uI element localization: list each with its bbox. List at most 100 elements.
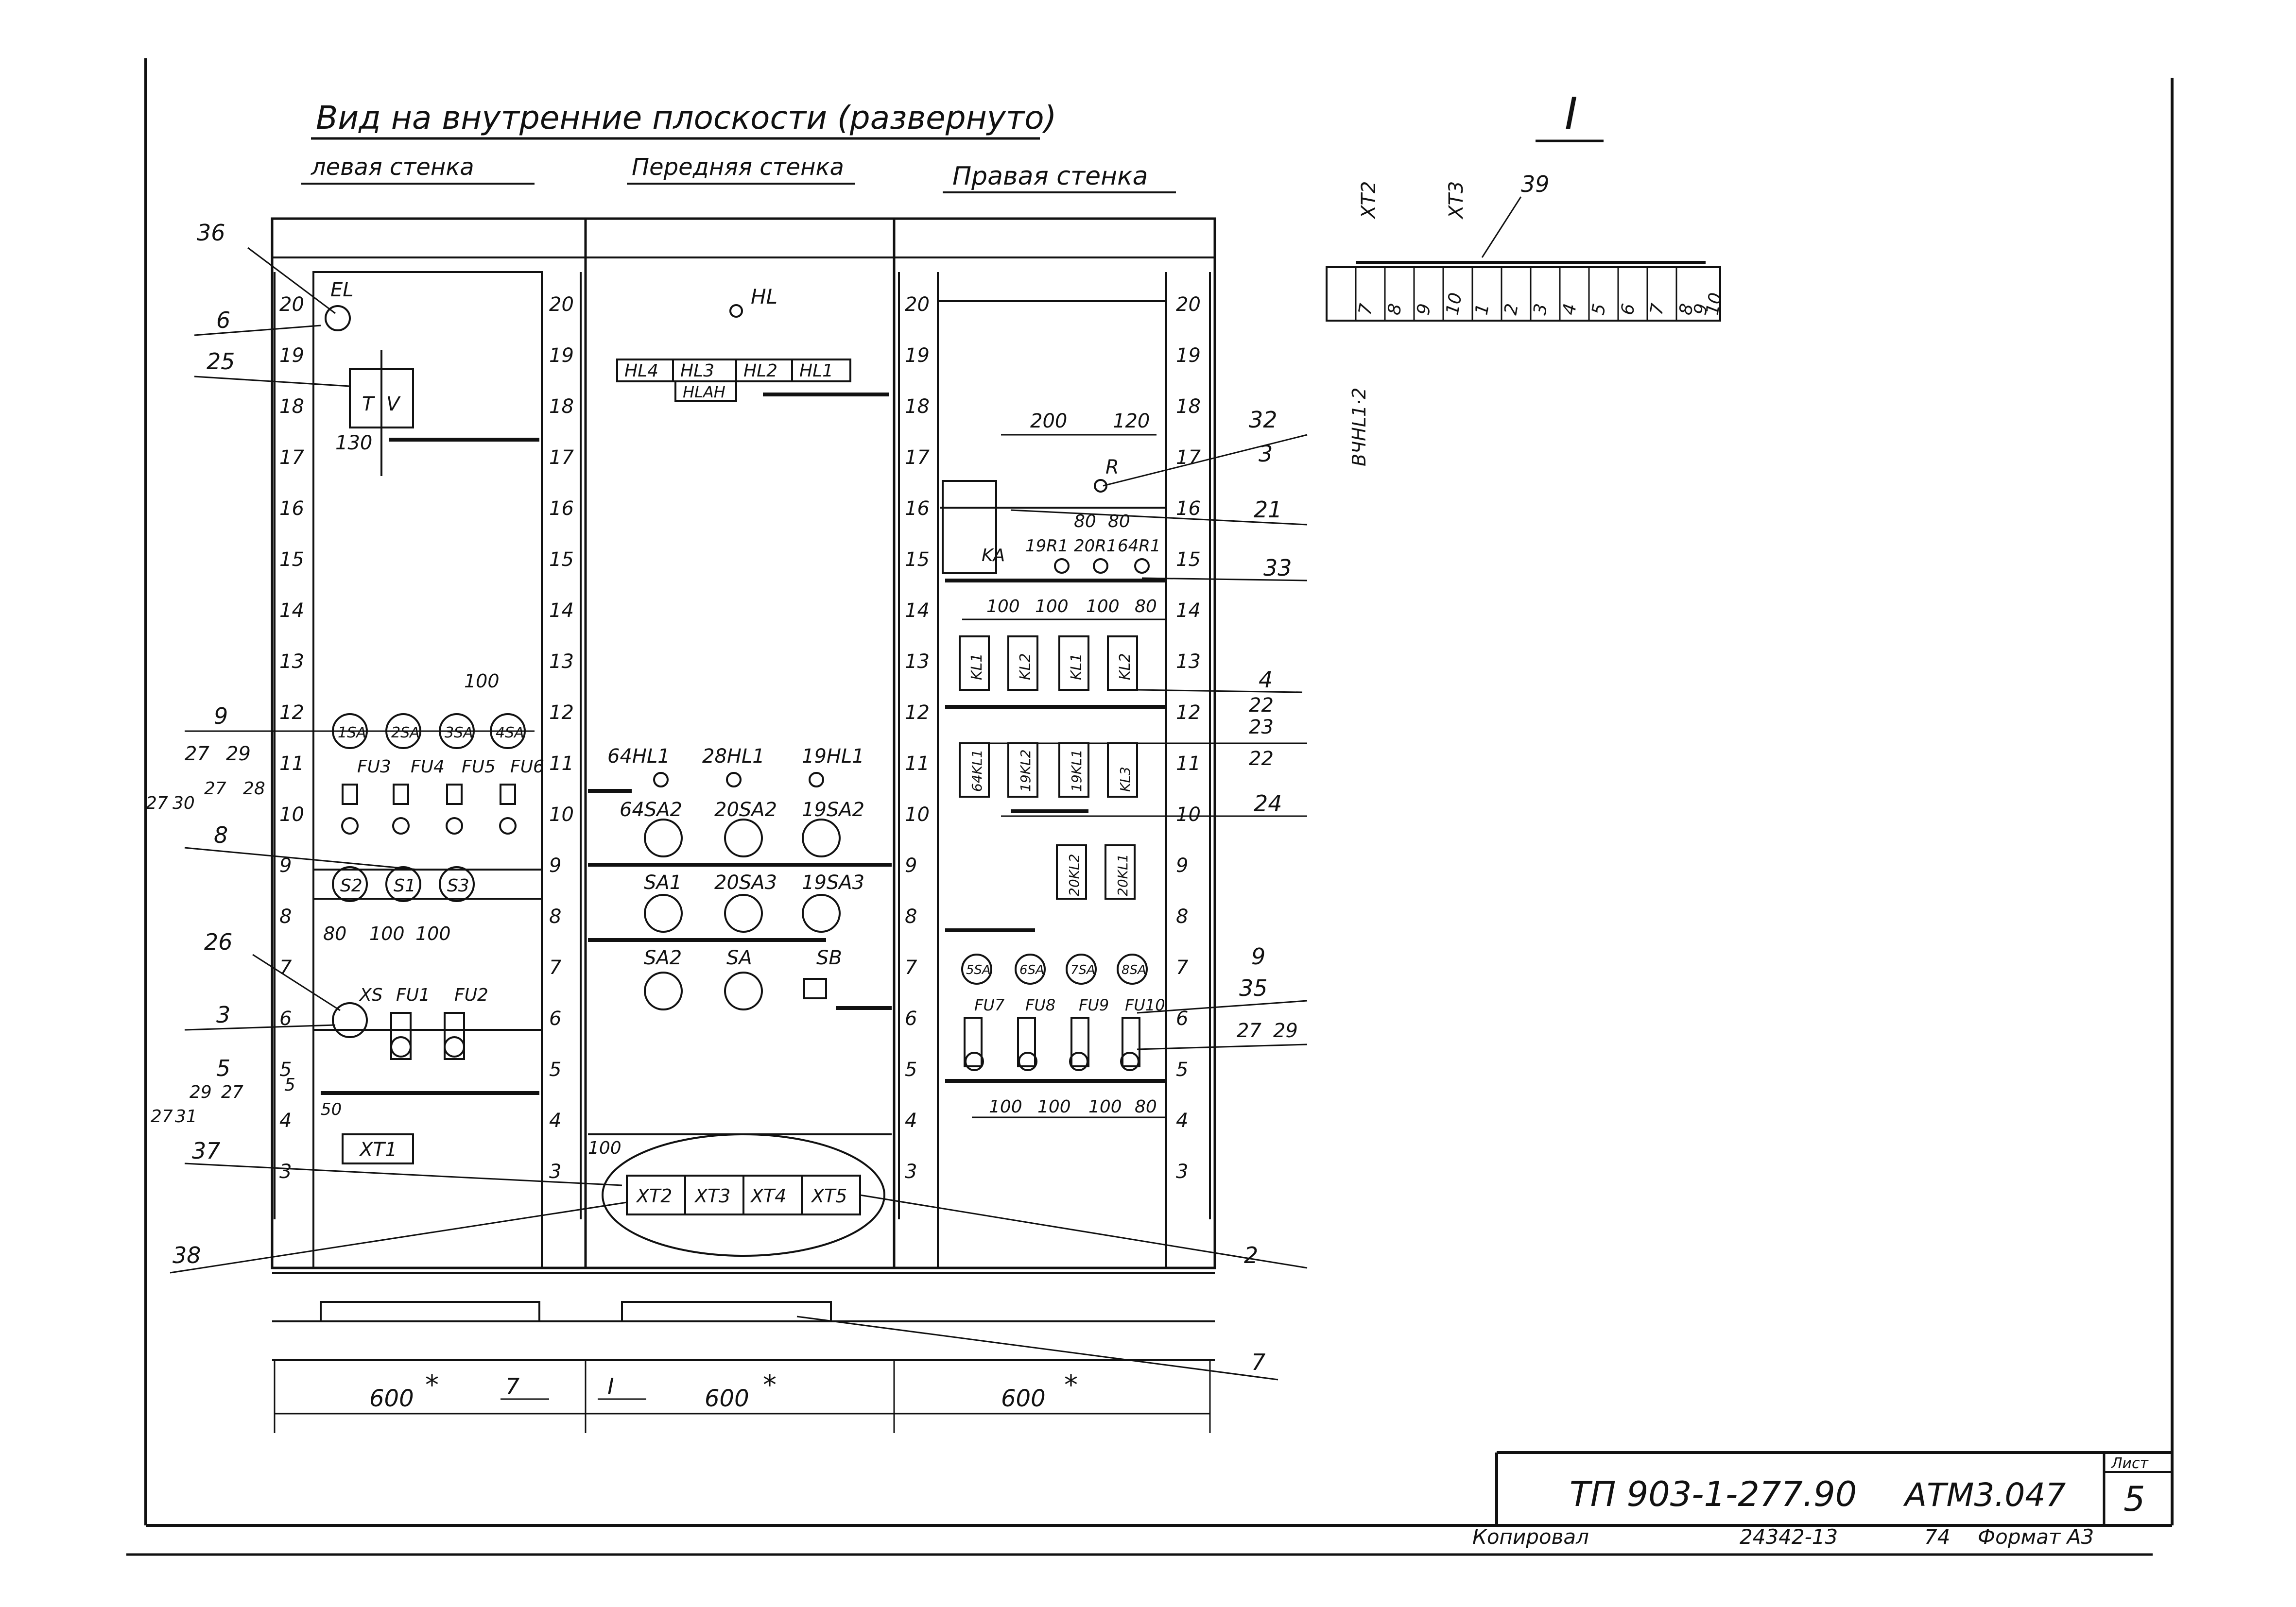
label-callouts_right-7: 22 bbox=[1249, 748, 1274, 770]
label-callouts_right-9: 9 bbox=[1251, 943, 1265, 970]
label-scale_right-8: 12 bbox=[905, 701, 930, 724]
label-right_wall-relays_row3-1: 20KL1 bbox=[1115, 854, 1131, 896]
label-detail_I-labels_top-2: 39 bbox=[1521, 171, 1550, 197]
label-right_wall-fuses-0: FU7 bbox=[974, 996, 1005, 1014]
label-front_wall-switches_row1-1: 20SA2 bbox=[714, 799, 777, 821]
label-scale_left-13: 7 bbox=[549, 957, 562, 979]
label-right_wall-switches-0: 5SA bbox=[966, 963, 991, 977]
scale-strip-1: 20 19 18 17 16 15 14 13 12 11 10 9 8 7 6… bbox=[279, 293, 304, 1183]
callouts-right: 32 3 21 33 4 22 23 22 24 9 35 27 29 2 7 bbox=[796, 407, 1308, 1381]
label-scale_left-15: 5 bbox=[279, 1059, 292, 1081]
label-callouts_left-7: 30 bbox=[173, 793, 195, 813]
label-scale_right-11: 9 bbox=[1176, 855, 1188, 877]
label-right_wall-dims_top-1: 120 bbox=[1113, 410, 1150, 432]
label-right_wall-resistors-1: 20R1 bbox=[1074, 536, 1117, 556]
label-base-star: * bbox=[1064, 1369, 1078, 1401]
label-base-dims-1: 600 bbox=[705, 1385, 749, 1412]
callouts-left: 36 6 25 9 27 29 27 30 27 28 8 26 3 5 29 … bbox=[146, 220, 627, 1274]
label-scale_left-4: 16 bbox=[279, 497, 304, 520]
label-right_wall-fuses-2: FU9 bbox=[1079, 996, 1109, 1014]
label-title_block-number: 24342-13 bbox=[1740, 1525, 1838, 1549]
label-scale_right-7: 13 bbox=[1176, 650, 1201, 673]
label-scale_right-1: 19 bbox=[905, 344, 930, 367]
label-scale_left-16: 4 bbox=[549, 1110, 561, 1132]
label-front_wall-terminals-3: XT5 bbox=[811, 1185, 847, 1207]
label-title_block-copied: Копировал bbox=[1472, 1525, 1589, 1549]
label-base-dims-2: 600 bbox=[1001, 1385, 1046, 1412]
label-scale_left-9: 11 bbox=[279, 752, 304, 775]
label-left_wall-switches_top-2: 3SA bbox=[445, 724, 473, 741]
label-front_wall-hl: HL bbox=[751, 285, 777, 308]
label-callouts_left-15: 27 bbox=[221, 1082, 243, 1102]
label-scale_right-13: 7 bbox=[905, 957, 917, 979]
view-mark: I bbox=[1565, 88, 1578, 139]
label-right_wall-relays_row1-1: KL2 bbox=[1017, 653, 1034, 680]
label-left_wall-switches_s-0: S2 bbox=[340, 876, 363, 896]
label-right_wall-ka: KA bbox=[982, 546, 1005, 565]
label-detail_I-terminals-6: 3 bbox=[1530, 302, 1551, 317]
cabinet-outline bbox=[271, 217, 1216, 1361]
label-right_wall-dims_bottom-0: 100 bbox=[989, 1097, 1022, 1117]
label-left_wall-fuses_bottom-0: FU1 bbox=[396, 985, 430, 1005]
label-right_wall-dims_bottom-2: 100 bbox=[1088, 1097, 1122, 1117]
label-callouts_right-6: 23 bbox=[1249, 716, 1274, 738]
label-callouts_right-12: 29 bbox=[1273, 1020, 1298, 1042]
label-right_wall-resistors-2: 64R1 bbox=[1118, 536, 1161, 556]
label-scale_right-17: 3 bbox=[905, 1161, 917, 1183]
label-detail_I-terminals-10: 7 bbox=[1646, 302, 1668, 317]
label-left_wall-xt1: XT1 bbox=[359, 1139, 397, 1161]
label-left_wall-dims_mid-0: 80 bbox=[323, 923, 346, 944]
label-callouts_left-20: 38 bbox=[173, 1242, 201, 1268]
label-left_wall-switches_top-3: 4SA bbox=[496, 724, 524, 741]
label-callouts_left-10: 8 bbox=[214, 822, 228, 848]
label-scale_right-2: 18 bbox=[905, 395, 930, 418]
label-right_wall-dims_bottom-1: 100 bbox=[1037, 1097, 1071, 1117]
label-detail_I-terminals-1: 8 bbox=[1384, 302, 1405, 317]
label-scale_left-3: 17 bbox=[279, 446, 304, 469]
label-scale_right-14: 6 bbox=[905, 1008, 917, 1030]
label-scale_right-16: 4 bbox=[1176, 1110, 1188, 1132]
label-left_wall-fuses_top-0: FU3 bbox=[357, 757, 391, 777]
detail-I-terminal-strip: XT2 XT3 39 7 8 9 10 1 2 3 4 5 6 7 8 9 10… bbox=[1326, 171, 1726, 466]
label-left_wall-fuses_bottom-1: FU2 bbox=[454, 985, 488, 1005]
label-scale_right-3: 17 bbox=[905, 446, 930, 469]
label-callouts_left-13: 5 bbox=[216, 1055, 230, 1081]
label-detail_I-terminals-3: 10 bbox=[1442, 291, 1466, 316]
label-callouts_left-11: 26 bbox=[204, 929, 233, 955]
label-scale_left-10: 10 bbox=[549, 804, 574, 826]
label-right_wall-fuses-1: FU8 bbox=[1025, 996, 1055, 1014]
label-callouts_left-12: 3 bbox=[216, 1002, 230, 1028]
label-right_wall-switches-3: 8SA bbox=[1122, 963, 1146, 977]
label-left_wall-dims_mid-1: 100 bbox=[369, 923, 405, 944]
label-scale_right-15: 5 bbox=[1176, 1059, 1188, 1081]
label-scale_left-8: 12 bbox=[279, 701, 304, 724]
label-callouts_left-18: 31 bbox=[175, 1107, 197, 1127]
label-callouts_right-10: 35 bbox=[1239, 975, 1268, 1001]
label-scale_right-9: 11 bbox=[1176, 752, 1201, 775]
title-block: ТП 903-1-277.90 АТМ3.047 Лист 5 Копирова… bbox=[1472, 1451, 2172, 1549]
label-title_block-format: Формат А3 bbox=[1978, 1525, 2094, 1549]
label-detail_I-terminals-2: 9 bbox=[1413, 302, 1434, 317]
label-callouts_right-4: 4 bbox=[1259, 667, 1273, 693]
label-scale_left-9: 11 bbox=[549, 752, 574, 775]
label-left_wall-dim_130: 130 bbox=[335, 432, 372, 454]
label-scale_right-0: 20 bbox=[1176, 293, 1201, 316]
label-callouts_right-5: 22 bbox=[1249, 694, 1274, 717]
label-right_wall-relays_row2-1: 19KL2 bbox=[1018, 750, 1034, 792]
el-lamp-icon bbox=[325, 305, 351, 331]
label-callouts_left-16: 5 bbox=[284, 1075, 295, 1095]
label-left_wall-switches_s-1: S1 bbox=[394, 876, 416, 896]
panel-right-caption: Правая стенка bbox=[952, 162, 1148, 191]
label-front_wall-switches_row1-2: 19SA2 bbox=[802, 799, 864, 821]
label-right_wall-dims_bottom-3: 80 bbox=[1135, 1097, 1157, 1117]
label-scale_right-6: 14 bbox=[1176, 599, 1201, 622]
label-scale_right-12: 8 bbox=[1176, 906, 1188, 928]
label-right_wall-relays_row2-2: 19KL1 bbox=[1069, 750, 1085, 792]
label-front_wall-indicators-2: 19HL1 bbox=[802, 745, 864, 768]
label-scale_left-1: 19 bbox=[549, 344, 574, 367]
label-front_wall-switches_row3-1: SA bbox=[726, 947, 752, 969]
label-scale_right-12: 8 bbox=[905, 906, 917, 928]
left-wall-components: EL T V 130 100 1SA 2SA 3SA 4SA FU3 FU4 F… bbox=[313, 279, 544, 1164]
label-left_wall-dim_100_top: 100 bbox=[464, 670, 500, 692]
label-callouts_left-4: 27 bbox=[185, 743, 209, 765]
